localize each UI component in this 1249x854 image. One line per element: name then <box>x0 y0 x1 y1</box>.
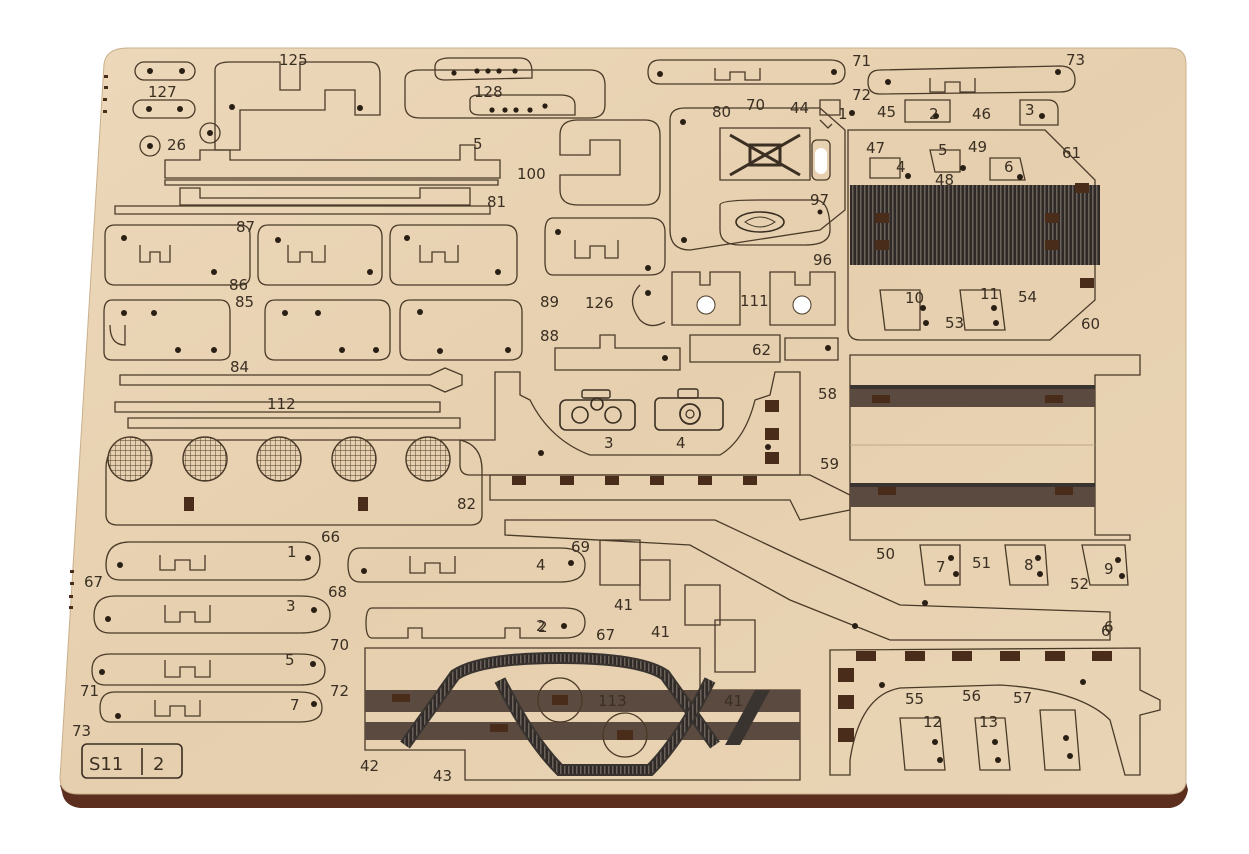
part-label: 2 <box>929 105 939 123</box>
part-label: 72 <box>330 682 349 700</box>
part-label: 7 <box>936 558 946 576</box>
edge-marks-left <box>69 75 108 609</box>
part-label: 3 <box>1025 101 1035 119</box>
part-label: 13 <box>979 713 998 731</box>
part-label: 112 <box>267 395 296 413</box>
part-label: 3 <box>604 434 614 452</box>
part-label: 44 <box>790 99 809 117</box>
part-label: 71 <box>80 682 99 700</box>
part-label: 70 <box>330 636 349 654</box>
part-label: 41 <box>651 623 670 641</box>
top-left-parts <box>103 57 666 526</box>
part-label: 12 <box>923 713 942 731</box>
part-label: 4 <box>676 434 686 452</box>
bottom-left-parts <box>81 539 756 779</box>
part-label: 97 <box>810 191 829 209</box>
part-label: 6 <box>1004 158 1014 176</box>
part-label: 11 <box>980 285 999 303</box>
part-label: 125 <box>279 51 308 69</box>
part-label: 8 <box>1024 556 1034 574</box>
part-label: 111 <box>740 292 769 310</box>
right-middle-parts <box>849 354 1141 586</box>
part-label: 67 <box>84 573 103 591</box>
part-number-labels: 125 127 128 26 5 100 81 87 86 85 84 89 8… <box>72 51 1114 785</box>
part-label: 61 <box>1062 144 1081 162</box>
part-label: 127 <box>148 83 177 101</box>
part-label: 59 <box>820 455 839 473</box>
part-label: 9 <box>1104 560 1114 578</box>
part-label: 72 <box>852 86 871 104</box>
part-label: 5 <box>473 135 483 153</box>
part-label: 43 <box>433 767 452 785</box>
part-label: 47 <box>866 139 885 157</box>
part-label: 2 <box>536 617 546 635</box>
part-label: 96 <box>813 251 832 269</box>
part-label: 1 <box>287 543 297 561</box>
part-label: 68 <box>328 583 347 601</box>
radio-icon <box>559 389 636 431</box>
sheet-page: 2 <box>153 754 164 775</box>
part-label: 6 <box>1104 618 1114 636</box>
part-label: 100 <box>517 165 546 183</box>
part-label: 4 <box>896 158 906 176</box>
part-label: 41 <box>614 596 633 614</box>
part-label: 50 <box>876 545 895 563</box>
part-label: 84 <box>230 358 249 376</box>
part-label: 81 <box>487 193 506 211</box>
part-label: 53 <box>945 314 964 332</box>
part-label: 5 <box>938 141 948 159</box>
sheet-code: S11 <box>89 754 123 775</box>
part-label: 62 <box>752 341 771 359</box>
part-label: 46 <box>972 105 991 123</box>
part-label: 26 <box>167 136 186 154</box>
part-label: 52 <box>1070 575 1089 593</box>
part-label: 48 <box>935 171 954 189</box>
part-label: 57 <box>1013 689 1032 707</box>
engraved-strip-area <box>850 185 1100 265</box>
part-label: 113 <box>598 692 627 710</box>
part-label: 66 <box>321 528 340 546</box>
part-label: 7 <box>290 696 300 714</box>
part-label: 49 <box>968 138 987 156</box>
part-label: 67 <box>596 626 615 644</box>
part-label: 2 <box>538 618 548 636</box>
part-label: 87 <box>236 218 255 236</box>
part-label: 80 <box>712 103 731 121</box>
sheet-code-badge <box>81 743 183 779</box>
part-label: 73 <box>72 722 91 740</box>
part-label: 56 <box>962 687 981 705</box>
top-right-parts <box>554 59 1100 371</box>
part-label: 45 <box>877 103 896 121</box>
part-label: 58 <box>818 385 837 403</box>
wood-board <box>59 47 1187 795</box>
part-label: 6 <box>1101 622 1111 640</box>
part-label: 51 <box>972 554 991 572</box>
part-label: 1 <box>838 105 848 123</box>
part-label: 41 <box>724 692 743 710</box>
part-label: 88 <box>540 327 559 345</box>
part-label: 89 <box>540 293 559 311</box>
part-label: 5 <box>285 651 295 669</box>
part-label: 10 <box>905 289 924 307</box>
part-label: 55 <box>905 690 924 708</box>
camera-icon <box>654 388 724 431</box>
part-label: 126 <box>585 294 614 312</box>
part-label: 128 <box>474 83 503 101</box>
part-label: 73 <box>1066 51 1085 69</box>
part-label: 70 <box>746 96 765 114</box>
part-label: 71 <box>852 52 871 70</box>
part-label: 42 <box>360 757 379 775</box>
part-label: 86 <box>229 276 248 294</box>
part-label: 54 <box>1018 288 1037 306</box>
part-label: 69 <box>571 538 590 556</box>
bottom-right-parts <box>829 647 1161 776</box>
part-label: 85 <box>235 293 254 311</box>
part-label: 60 <box>1081 315 1100 333</box>
bridge-parts <box>364 647 801 781</box>
part-label: 4 <box>536 556 546 574</box>
part-label: 82 <box>457 495 476 513</box>
center-parts <box>459 371 1111 641</box>
part-label: 3 <box>286 597 296 615</box>
